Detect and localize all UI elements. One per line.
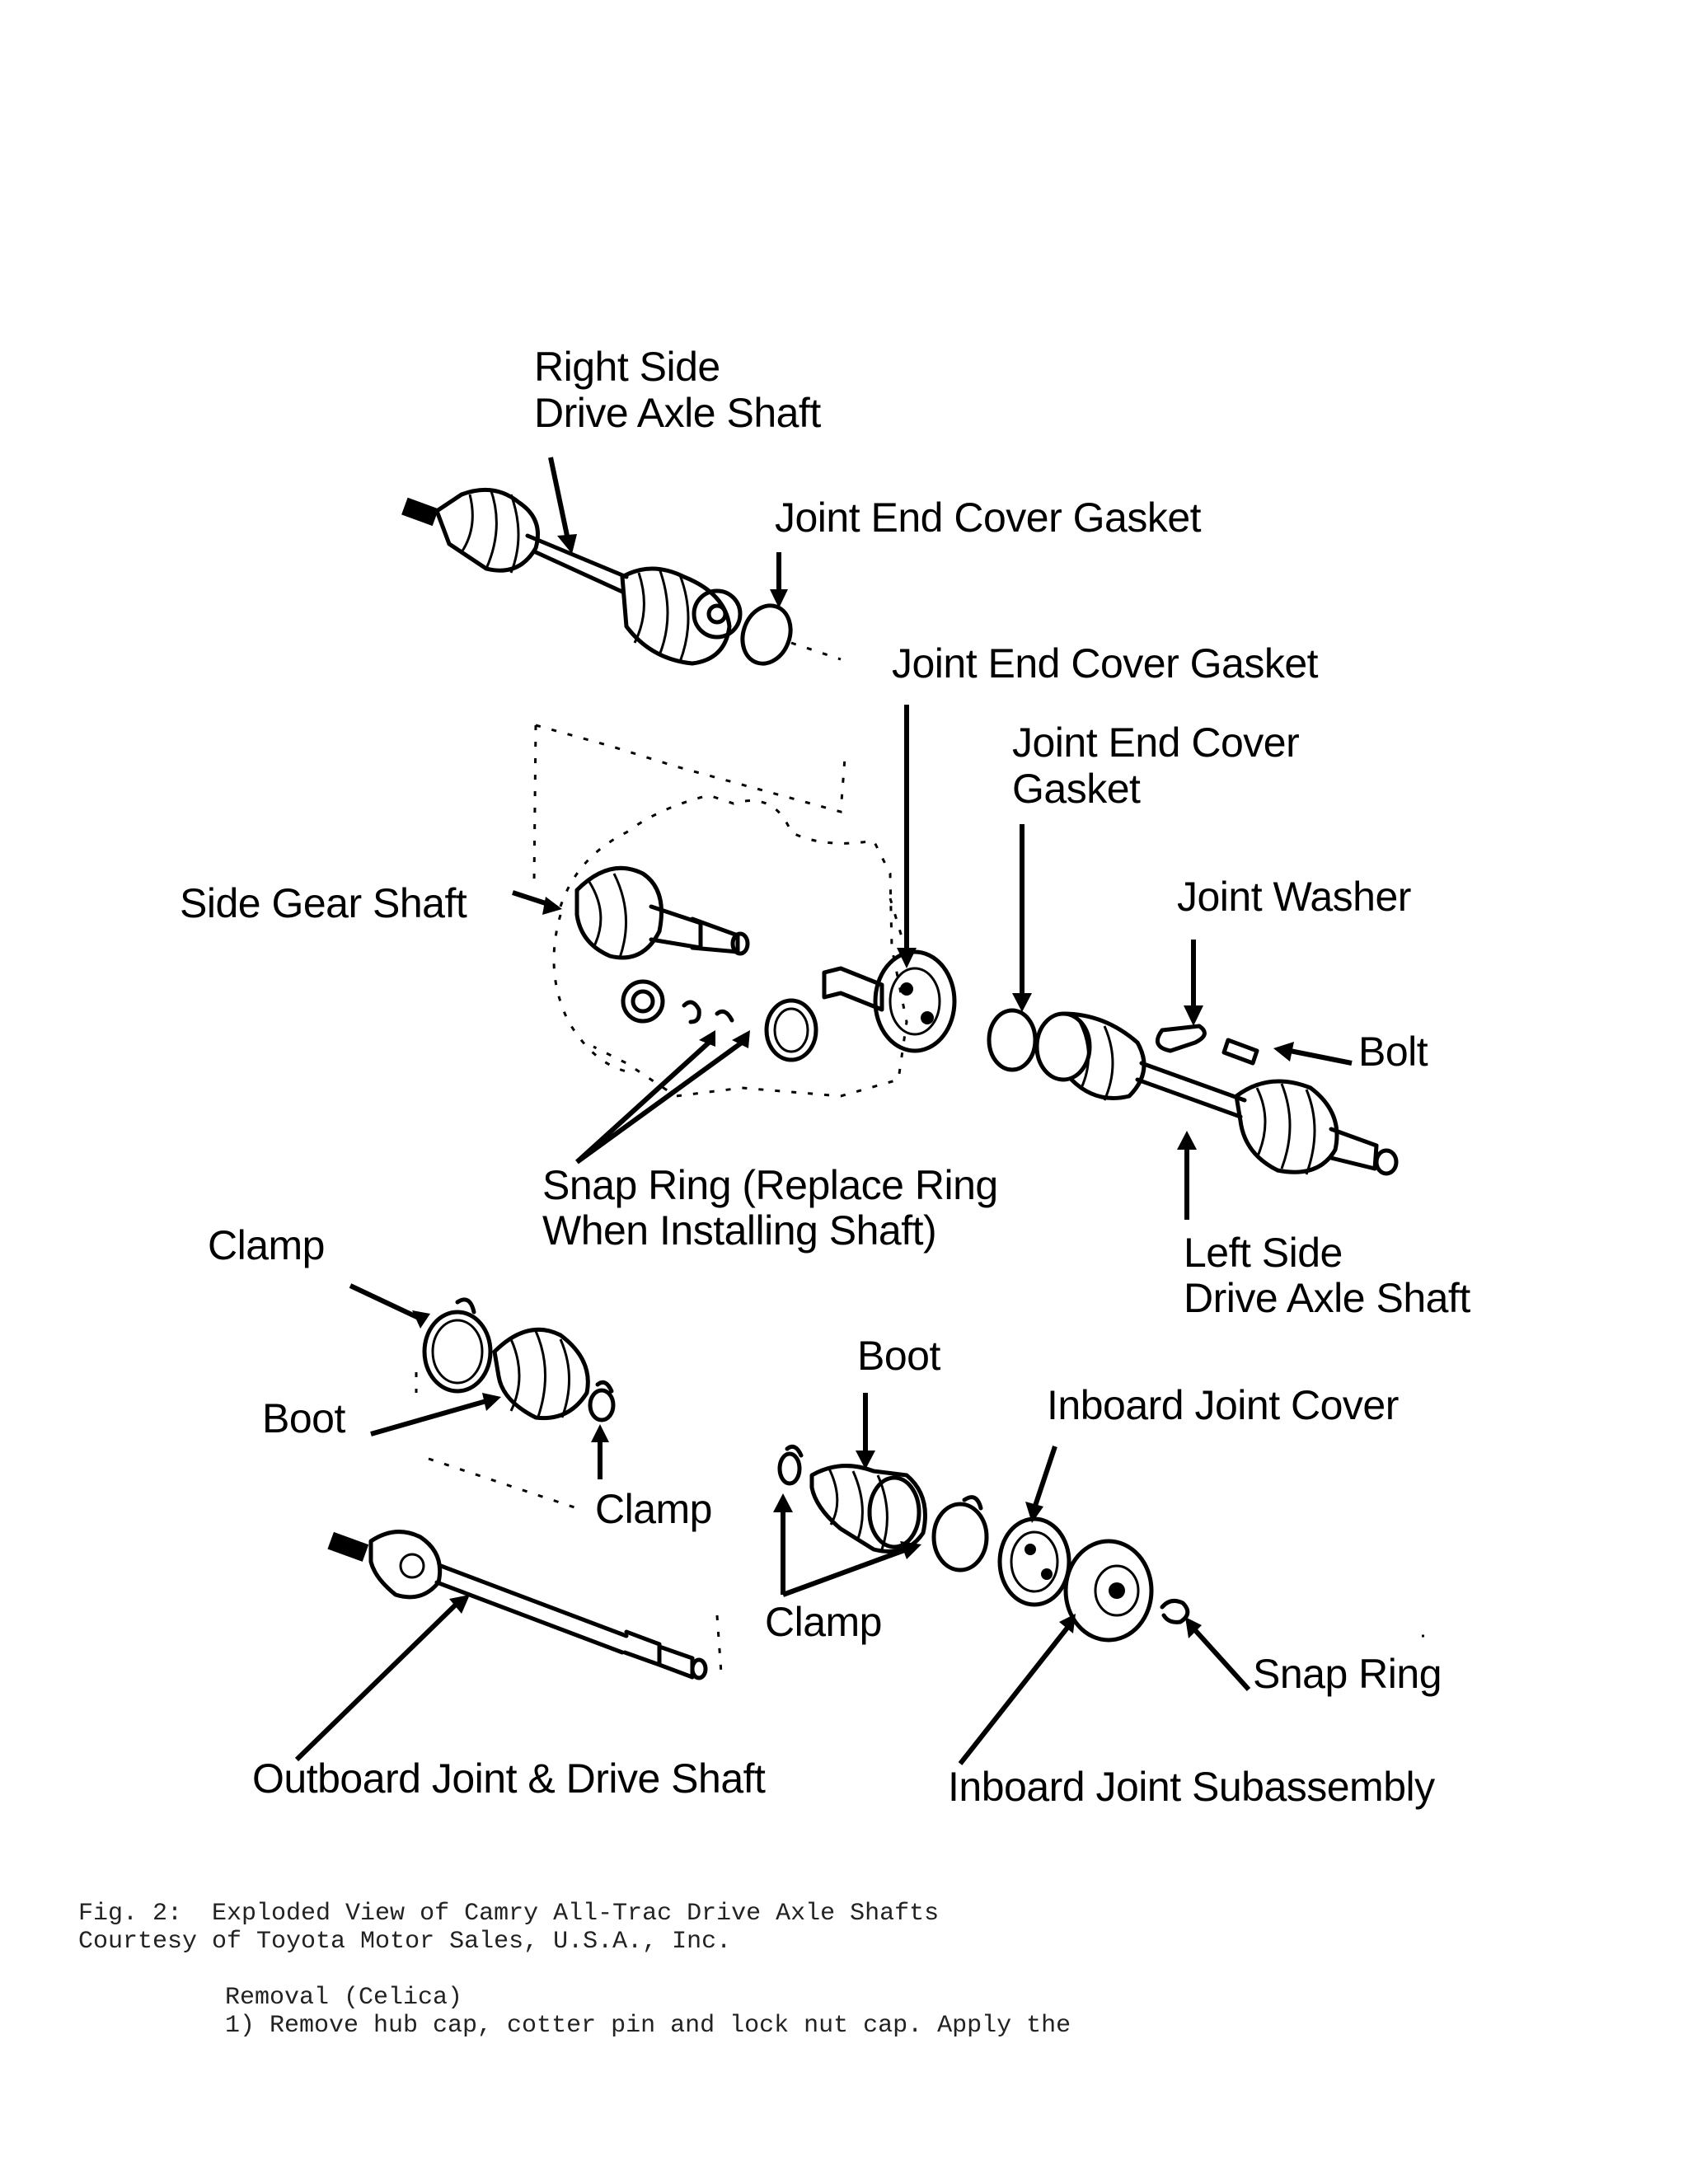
label-left-side-line2: Drive Axle Shaft (1184, 1275, 1470, 1321)
label-joint-end-cover-line1: Joint End Cover (1012, 719, 1299, 766)
snap-ring-part (1160, 1598, 1190, 1624)
bolt (1221, 1038, 1259, 1066)
label-bolt: Bolt (1358, 1029, 1428, 1075)
left-side-drive-axle-shaft (1034, 1011, 1399, 1176)
label-inboard-subassembly: Inboard Joint Subassembly (948, 1764, 1435, 1810)
outboard-joint-drive-shaft (327, 1530, 708, 1680)
label-right-side-line2: Drive Axle Shaft (534, 390, 821, 436)
clamp-mid-part (588, 1380, 616, 1422)
clamp-left-part (777, 1444, 804, 1486)
section-heading: Removal (Celica) (225, 1984, 463, 2012)
center-flange-shaft (822, 949, 957, 1053)
label-boot-left: Boot (262, 1395, 345, 1441)
body-paragraph: 1) Remove hub cap, cotter pin and lock n… (225, 2012, 1071, 2040)
label-clamp-bottom: Clamp (765, 1599, 882, 1645)
label-left-side-line1: Left Side (1184, 1230, 1343, 1276)
label-inboard-joint-cover: Inboard Joint Cover (1047, 1382, 1399, 1428)
label-joint-end-cover-line2: Gasket (1012, 766, 1141, 812)
joint-end-cover-gasket-mid (987, 1008, 1038, 1072)
small-rings (621, 979, 734, 1024)
label-side-gear-shaft: Side Gear Shaft (180, 880, 467, 926)
boot-right-part (809, 1464, 927, 1554)
right-side-drive-axle-shaft (401, 487, 743, 666)
clamp-right-part (931, 1495, 989, 1572)
label-boot-right: Boot (857, 1333, 940, 1379)
label-joint-end-cover-gasket-mid: Joint End Cover Gasket (892, 640, 1319, 687)
joint-washer (1155, 1024, 1207, 1053)
label-joint-washer: Joint Washer (1177, 874, 1411, 920)
label-snap-ring-line2: When Installing Shaft) (542, 1207, 936, 1254)
joint-end-cover-gasket-top (740, 603, 793, 666)
label-clamp-mid: Clamp (595, 1486, 712, 1532)
leader-arrows (294, 457, 1353, 1765)
inboard-joint-subassembly-part (1063, 1539, 1154, 1643)
inboard-joint-cover-part (997, 1516, 1071, 1607)
clamp-top-part (422, 1297, 493, 1394)
label-snap-ring-bottom: Snap Ring (1253, 1651, 1442, 1697)
figure-caption-line2: Courtesy of Toyota Motor Sales, U.S.A., … (78, 1928, 732, 1956)
boot-left-part (492, 1327, 590, 1421)
label-clamp-top: Clamp (208, 1222, 325, 1268)
side-gear-shaft (574, 865, 750, 960)
differential-housing (532, 724, 908, 1098)
figure-caption-line1: Fig. 2: Exploded View of Camry All-Trac … (78, 1900, 940, 1928)
label-snap-ring-line1: Snap Ring (Replace Ring (542, 1162, 998, 1208)
label-joint-end-cover-gasket-top: Joint End Cover Gasket (775, 494, 1202, 541)
seal-ring (764, 998, 818, 1062)
label-outboard-joint: Outboard Joint & Drive Shaft (252, 1755, 766, 1802)
label-right-side-line1: Right Side (534, 344, 720, 390)
